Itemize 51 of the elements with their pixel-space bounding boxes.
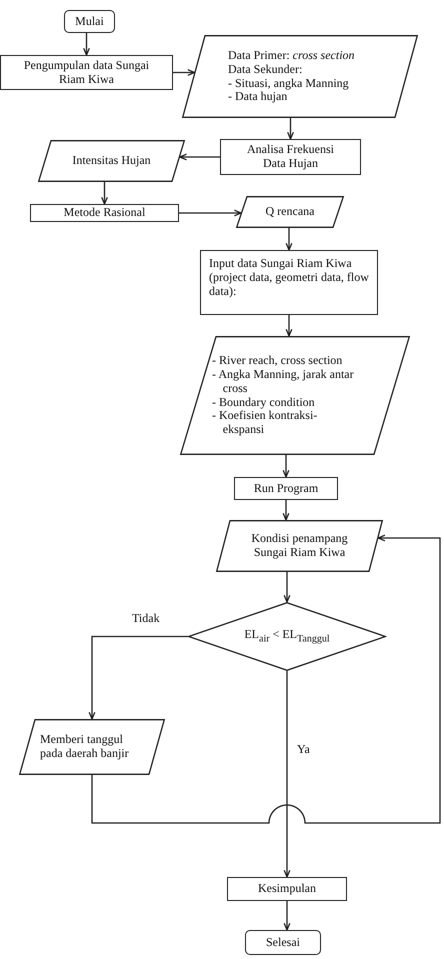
process-box [234,477,338,500]
node-text: - River reach, cross section [212,354,342,368]
terminal-box [64,10,115,33]
node-text: - Data hujan [228,90,288,104]
process-box [0,55,173,90]
flow-arrow [286,228,292,251]
node-text: EL$_{air}$ < EL$_{Tanggul}$ [244,628,330,645]
flow-arrow [284,671,290,878]
flow-arrow [286,315,292,337]
node-text: Q rencana [266,205,314,219]
node-text: Input data Sungai Riam Kiwa (project data, geometri data, flow data): [209,257,370,298]
node-text: Pengumpulan data Sungai Riam Kiwa [22,58,150,86]
process-box [220,139,361,175]
node-text: Metode Rasional [64,206,146,220]
data-parallelogram [216,520,383,572]
node-text: Memberi tanggul pada daerah banjir [40,733,130,761]
node-text: Mulai [75,14,104,28]
node-text: - Angka Manning, jarak antar cross [212,368,354,396]
data-parallelogram [182,35,418,118]
flow-arrow [88,636,188,720]
terminal-box [245,930,321,955]
node-text: Data Sekunder: [228,62,302,76]
flow-arrow [282,500,290,521]
node-text: Run Program [254,482,318,496]
flow-arrow [284,901,290,931]
node-text: Intensitas Hujan [72,154,151,168]
data-parallelogram [180,336,410,455]
node-text: Kondisi penampang Sungai Riam Kiwa [250,532,349,560]
node-text: Data Primer: cross section [228,48,355,63]
flow-arrow [83,33,90,56]
flow-arrow [173,69,196,76]
process-box [227,877,347,901]
flow-arrow [179,210,242,216]
node-text: Kesimpulan [258,882,316,896]
flow-arrow [282,455,290,478]
process-box [30,204,179,222]
flow-arrow [284,572,290,603]
process-box [200,250,378,315]
flow-arrow [91,534,441,824]
flow-arrow [287,118,294,140]
data-parallelogram [236,196,344,228]
node-text: Analisa Frekuensi Data Hujan [246,143,335,171]
data-parallelogram [38,140,185,182]
node-text: Selesai [266,936,300,950]
flow-arrow [179,154,220,160]
data-parallelogram [19,719,165,775]
decision-diamond [188,602,386,671]
node-text: - Situasi, angka Manning [228,76,349,90]
node-text: - Koefisien kontraksi-ekspansi [212,409,318,437]
node-text: - Boundary condition [212,396,315,410]
flow-arrow [101,182,108,205]
